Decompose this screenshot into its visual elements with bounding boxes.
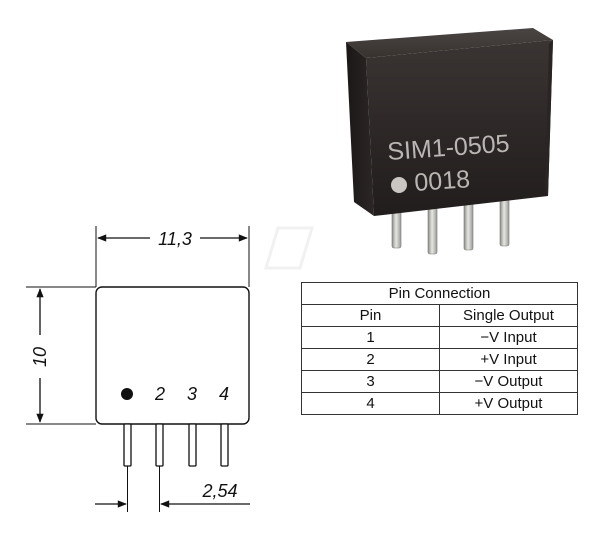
technical-drawing bbox=[26, 226, 250, 512]
pitch-dimension-label: 2,54 bbox=[201, 481, 237, 501]
drawing-pin bbox=[123, 423, 132, 467]
drawing-pin bbox=[155, 423, 164, 467]
module-right-face bbox=[545, 40, 553, 196]
module-outline bbox=[95, 286, 250, 425]
pin-connection-table: Pin Connection Pin Single Output 1 −V In… bbox=[301, 282, 578, 415]
module-photo: SIM1-0505 0018 bbox=[346, 28, 553, 255]
module-pins bbox=[391, 195, 510, 255]
module-date-code: 0018 bbox=[413, 165, 470, 197]
watermark bbox=[263, 226, 315, 270]
table-title-row: Pin Connection bbox=[301, 282, 578, 305]
pin1-dot bbox=[121, 388, 133, 400]
pin-number-cell: 2 bbox=[301, 348, 440, 371]
module-front-face bbox=[366, 40, 553, 216]
pin-function-cell: +V Input bbox=[439, 348, 578, 371]
width-dimension-label: 11,3 bbox=[158, 229, 192, 249]
module-top-face bbox=[346, 28, 553, 58]
column-header-pin: Pin bbox=[301, 304, 440, 327]
module-pin bbox=[499, 195, 510, 247]
table-row: 1 −V Input bbox=[301, 326, 578, 349]
pin-number-cell: 4 bbox=[301, 392, 440, 415]
table-row: 2 +V Input bbox=[301, 348, 578, 371]
pin-function-cell: −V Output bbox=[439, 370, 578, 393]
pin-label-4: 4 bbox=[219, 384, 229, 404]
drawing-pins bbox=[123, 423, 229, 467]
table-header-row: Pin Single Output bbox=[301, 304, 578, 327]
pin-function-cell: −V Input bbox=[439, 326, 578, 349]
pin-number-cell: 1 bbox=[301, 326, 440, 349]
table-row: 3 −V Output bbox=[301, 370, 578, 393]
table-row: 4 +V Output bbox=[301, 392, 578, 415]
table-title: Pin Connection bbox=[301, 282, 578, 305]
module-pin bbox=[463, 197, 474, 251]
pin-number-cell: 3 bbox=[301, 370, 440, 393]
height-dimension-label: 10 bbox=[30, 347, 50, 367]
module-left-face bbox=[346, 42, 374, 216]
pin-label-3: 3 bbox=[187, 384, 197, 404]
pin1-marker-dot bbox=[391, 177, 407, 193]
pin-label-2: 2 bbox=[154, 384, 165, 404]
pin-function-cell: +V Output bbox=[439, 392, 578, 415]
drawing-pin bbox=[188, 423, 197, 467]
drawing-pin bbox=[220, 423, 229, 467]
column-header-single-output: Single Output bbox=[439, 304, 578, 327]
